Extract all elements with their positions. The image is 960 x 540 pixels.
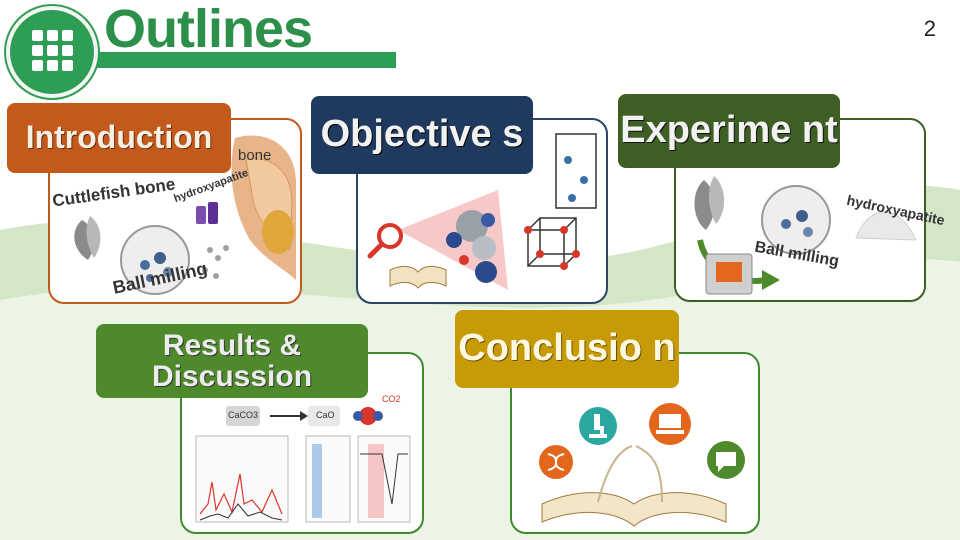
cao-caption: CaO — [316, 410, 335, 420]
chat-icon — [707, 441, 745, 479]
laptop-icon — [649, 403, 691, 445]
co2-caption: CO2 — [382, 394, 401, 404]
bone-caption: bone — [238, 147, 272, 164]
open-book-icon — [389, 265, 447, 289]
page-number: 2 — [923, 16, 936, 41]
open-book-illustration — [541, 445, 727, 527]
experiment-label[interactable]: Experime nt — [618, 94, 840, 168]
experiment-illustration — [694, 176, 917, 295]
caco3-caption: CaCO3 — [228, 410, 259, 420]
objectives-illustration — [398, 133, 597, 290]
dna-icon — [539, 445, 573, 479]
introduction-label[interactable]: Introduction — [7, 103, 231, 173]
microscope-icon — [579, 407, 617, 445]
magnifier-icon — [367, 223, 403, 259]
objectives-label[interactable]: Objective s — [311, 96, 533, 174]
conclusion-label[interactable]: Conclusio n — [455, 310, 679, 388]
title-underline — [86, 52, 396, 68]
grid-logo — [6, 6, 98, 98]
slide-title: Outlines — [104, 0, 313, 59]
results-label[interactable]: Results & Discussion — [96, 324, 368, 398]
results-illustration — [195, 406, 411, 523]
intro-illustration — [74, 135, 296, 295]
grid-icon — [32, 30, 73, 71]
